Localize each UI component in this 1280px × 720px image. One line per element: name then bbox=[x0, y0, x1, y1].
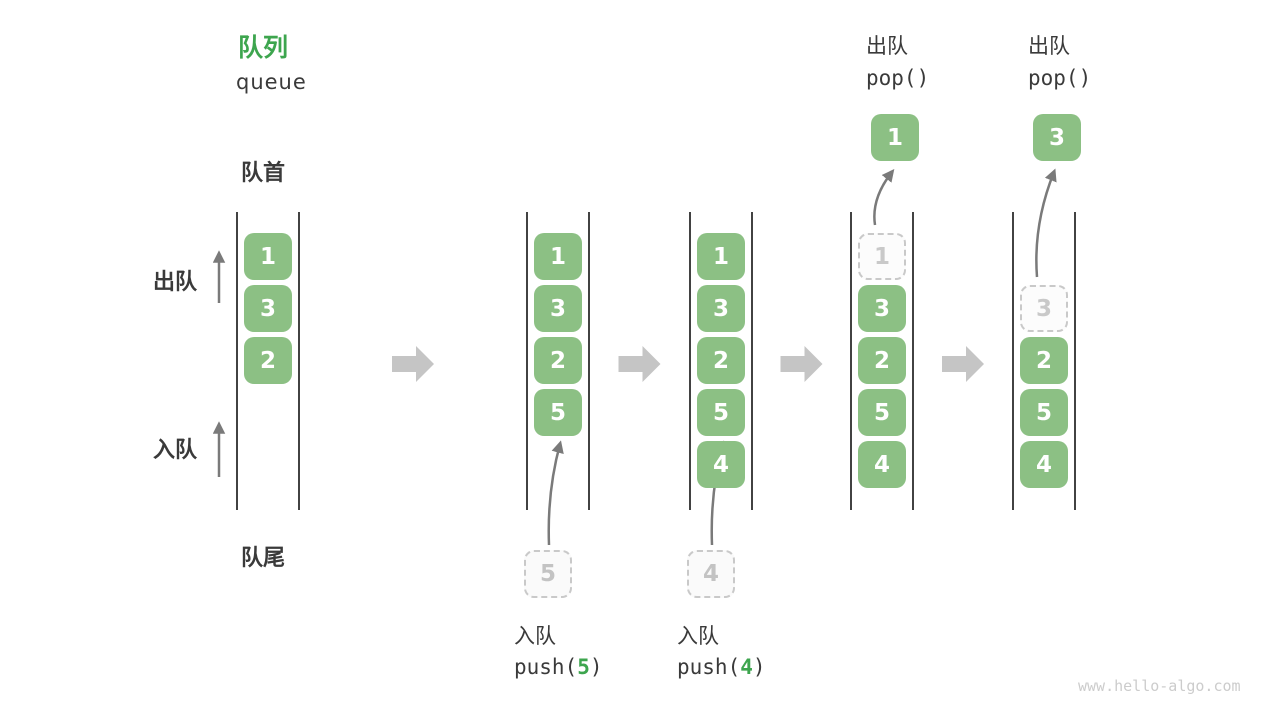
queue-element: 4 bbox=[1020, 441, 1068, 488]
dequeue-op-code: pop() bbox=[1028, 66, 1092, 90]
queue-front-label: 队首 bbox=[241, 161, 286, 186]
queue-element: 4 bbox=[697, 441, 745, 488]
popped-slot-placeholder: 3 bbox=[1020, 285, 1068, 332]
diagram-title-en: queue bbox=[236, 70, 307, 94]
queue-element: 5 bbox=[858, 389, 906, 436]
step-arrow-icon bbox=[780, 346, 823, 382]
dequeue-direction-label: 出队 bbox=[153, 270, 198, 295]
enqueue-op-code-text: ) bbox=[589, 655, 603, 679]
queue-element: 1 bbox=[244, 233, 292, 280]
queue-wall-right bbox=[751, 212, 753, 510]
popped-element: 1 bbox=[871, 114, 919, 161]
popped-slot-placeholder: 1 bbox=[858, 233, 906, 280]
queue-wall-left bbox=[1012, 212, 1014, 510]
enqueue-op-label: 入队 bbox=[677, 624, 719, 648]
queue-wall-left bbox=[850, 212, 852, 510]
queue-wall-left bbox=[526, 212, 528, 510]
enqueue-arrow bbox=[547, 440, 564, 546]
watermark: www.hello-algo.com bbox=[1078, 677, 1241, 695]
queue-element: 2 bbox=[244, 337, 292, 384]
queue-element: 5 bbox=[1020, 389, 1068, 436]
queue-element: 2 bbox=[858, 337, 906, 384]
queue-rear-label: 队尾 bbox=[241, 546, 286, 571]
enqueue-op-value: 5 bbox=[577, 655, 590, 679]
incoming-element: 5 bbox=[524, 550, 572, 598]
enqueue-op-code-text: push( bbox=[677, 655, 741, 679]
queue-wall-right bbox=[588, 212, 590, 510]
queue-wall-left bbox=[236, 212, 238, 510]
queue-wall-right bbox=[912, 212, 914, 510]
dequeue-arrow bbox=[873, 169, 895, 226]
queue-element: 1 bbox=[534, 233, 582, 280]
incoming-element: 4 bbox=[687, 550, 735, 598]
dequeue-op-label: 出队 bbox=[866, 34, 908, 58]
enqueue-op-value: 4 bbox=[740, 655, 753, 679]
queue-element: 3 bbox=[697, 285, 745, 332]
step-arrow-icon bbox=[942, 346, 984, 382]
enqueue-op-code-text: ) bbox=[752, 655, 766, 679]
enqueue-op-code: push(5) bbox=[514, 655, 603, 679]
queue-wall-right bbox=[1074, 212, 1076, 510]
step-arrow-icon bbox=[392, 346, 434, 382]
queue-element: 5 bbox=[534, 389, 582, 436]
enqueue-op-code: push(4) bbox=[677, 655, 766, 679]
queue-element: 1 bbox=[697, 233, 745, 280]
dequeue-op-code: pop() bbox=[866, 66, 930, 90]
popped-element: 3 bbox=[1033, 114, 1081, 161]
dequeue-arrow bbox=[1035, 168, 1057, 278]
enqueue-op-code-text: push( bbox=[514, 655, 578, 679]
queue-wall-right bbox=[298, 212, 300, 510]
diagram-title-zh: 队列 bbox=[238, 33, 289, 62]
enqueue-direction-label: 入队 bbox=[153, 438, 198, 463]
queue-element: 2 bbox=[534, 337, 582, 384]
queue-element: 5 bbox=[697, 389, 745, 436]
step-arrow-icon bbox=[618, 346, 661, 382]
dequeue-op-label: 出队 bbox=[1028, 34, 1070, 58]
queue-element: 3 bbox=[244, 285, 292, 332]
queue-element: 4 bbox=[858, 441, 906, 488]
queue-wall-left bbox=[689, 212, 691, 510]
queue-element: 3 bbox=[858, 285, 906, 332]
enqueue-op-label: 入队 bbox=[514, 624, 556, 648]
queue-element: 3 bbox=[534, 285, 582, 332]
queue-element: 2 bbox=[697, 337, 745, 384]
queue-element: 2 bbox=[1020, 337, 1068, 384]
